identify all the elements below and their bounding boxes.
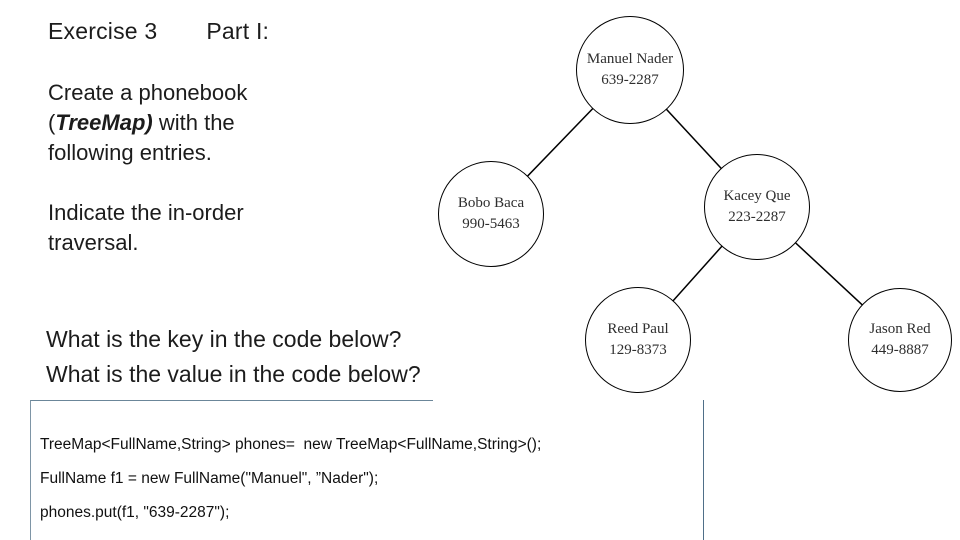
slide-title: Exercise 3 Part I: <box>48 18 269 45</box>
question-key-line: What is the key in the code below? <box>46 326 402 352</box>
text-line: Indicate the in-order <box>48 200 244 225</box>
node-name: Kacey Que <box>723 188 791 204</box>
title-exercise-label: Exercise 3 <box>48 18 158 44</box>
node-name: Manuel Nader <box>586 51 674 67</box>
code-line-phones-put: phones.put(f1, "639-2287"); <box>40 504 230 521</box>
tree-node-jason-red: Jason Red 449-8887 <box>848 288 952 392</box>
text-line: traversal. <box>48 230 139 255</box>
question-value-line: What is the value in the code below? <box>46 361 421 387</box>
code-block: TreeMap<FullName,String> phones= new Tre… <box>40 428 541 530</box>
node-name: Bobo Baca <box>457 195 525 211</box>
code-textbox-border <box>30 400 433 540</box>
code-line-treemap-declaration: TreeMap<FullName,String> phones= new Tre… <box>40 436 542 453</box>
tree-node-reed-paul: Reed Paul 129-8373 <box>585 287 691 393</box>
treemap-emphasis: TreeMap) <box>55 110 153 135</box>
node-phone: 223-2287 <box>728 209 786 225</box>
right-textbox-border <box>703 400 960 540</box>
node-phone: 449-8887 <box>871 342 929 358</box>
title-part-label: Part I: <box>206 18 270 44</box>
node-name: Jason Red <box>869 321 931 337</box>
paragraph-indicate-traversal: Indicate the in-order traversal. <box>48 198 244 258</box>
text-fragment: ( <box>48 110 56 135</box>
paragraph-key-value-questions: What is the key in the code below? What … <box>46 322 421 392</box>
text-fragment: with the <box>152 110 235 135</box>
paragraph-create-phonebook: Create a phonebook (TreeMap) with the fo… <box>48 78 247 168</box>
node-name: Reed Paul <box>607 321 669 337</box>
text-line: (TreeMap) with the <box>48 108 247 138</box>
tree-node-kacey-que: Kacey Que 223-2287 <box>704 154 810 260</box>
node-phone: 639-2287 <box>601 72 659 88</box>
tree-node-bobo-baca: Bobo Baca 990-5463 <box>438 161 544 267</box>
tree-node-manuel-nader: Manuel Nader 639-2287 <box>576 16 684 124</box>
node-phone: 129-8373 <box>609 342 667 358</box>
text-line: following entries. <box>48 140 212 165</box>
code-line-fullname-constructor: FullName f1 = new FullName("Manuel", ”Na… <box>40 470 379 487</box>
node-phone: 990-5463 <box>462 216 520 232</box>
text-line: Create a phonebook <box>48 80 248 105</box>
